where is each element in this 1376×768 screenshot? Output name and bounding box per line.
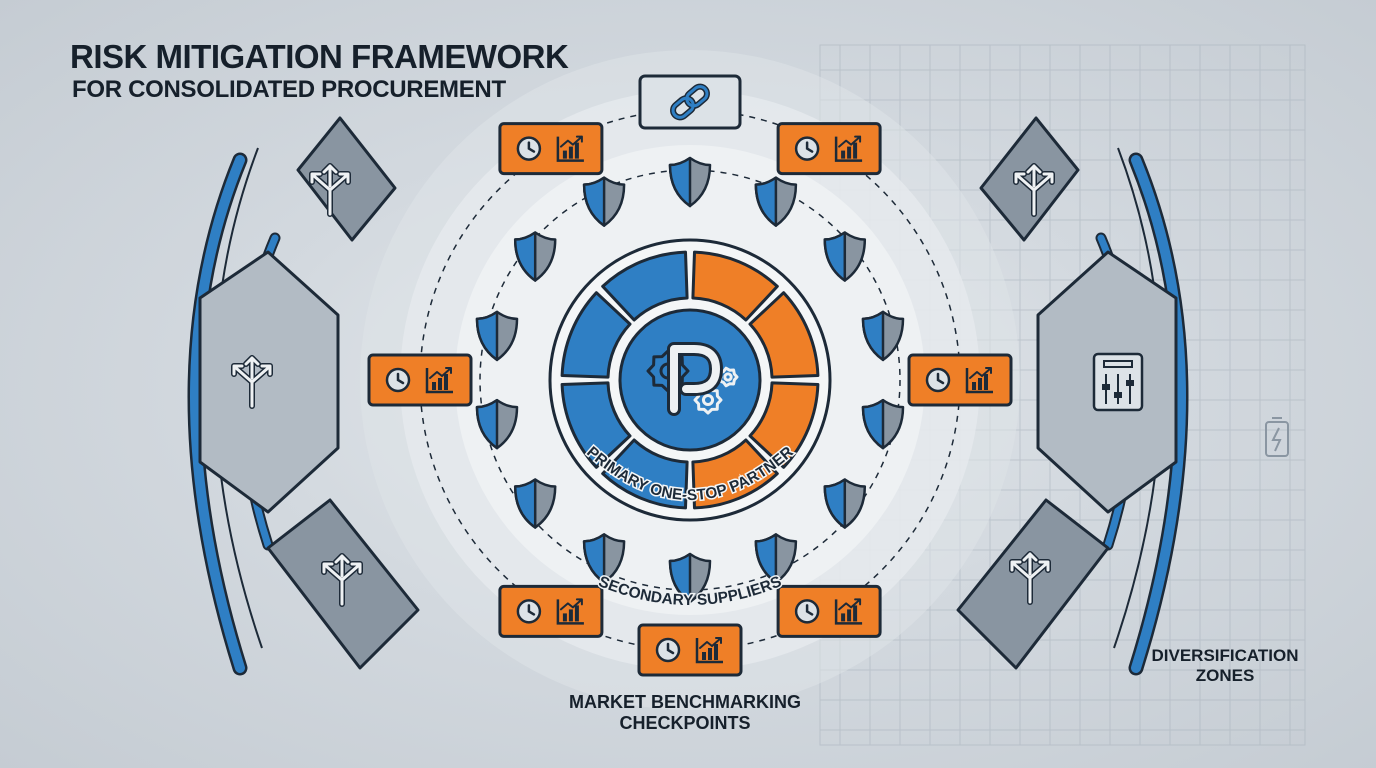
clock-icon	[516, 136, 542, 161]
benchmarking-label-line1: MARKET BENCHMARKING	[569, 692, 801, 712]
split-arrow-icon	[309, 163, 351, 217]
bar-chart-trend-icon	[425, 367, 453, 394]
shield-icon	[475, 310, 519, 362]
bar-chart-trend-icon	[834, 598, 863, 625]
shield-icon	[475, 398, 519, 450]
page-subtitle: FOR CONSOLIDATED PROCUREMENT	[72, 76, 506, 103]
checkpoint-badge	[637, 623, 743, 677]
diversification-label-line2: ZONES	[1195, 665, 1255, 685]
diversification-label: DIVERSIFICATION ZONES	[1140, 646, 1310, 685]
clock-icon	[385, 367, 411, 393]
shield-icon	[754, 176, 798, 227]
top-link-badge	[638, 74, 742, 130]
split-arrow-icon	[231, 355, 273, 409]
clock-icon	[516, 599, 542, 624]
wheel-segment	[560, 381, 632, 469]
bar-chart-trend-icon	[965, 367, 993, 394]
shield-icon	[668, 156, 712, 208]
shield-icon	[513, 231, 557, 282]
shield-icon	[582, 176, 626, 227]
wheel-segment	[691, 250, 779, 322]
shield-icon	[861, 310, 905, 362]
shield-icon	[861, 398, 905, 450]
shield-icon	[823, 231, 867, 282]
checkpoint-badge	[367, 353, 473, 407]
checkpoint-badge	[776, 584, 882, 638]
clock-icon	[794, 599, 820, 624]
p-gear-logo-icon	[646, 342, 739, 416]
primary-partner-wheel	[548, 238, 832, 522]
benchmarking-label: MARKET BENCHMARKING CHECKPOINTS	[560, 692, 810, 733]
clock-icon	[794, 136, 820, 161]
shield-icon	[823, 478, 867, 529]
shield-icon	[513, 478, 557, 529]
sliders-icon	[1092, 352, 1144, 412]
benchmarking-label-line2: CHECKPOINTS	[619, 712, 751, 733]
split-arrow-icon	[1009, 551, 1051, 605]
secondary-supplier-shields	[475, 156, 905, 604]
clock-icon	[925, 367, 951, 393]
wheel-segment	[748, 291, 820, 379]
wheel-segment	[601, 438, 689, 510]
market-benchmarking-checkpoints	[367, 122, 1013, 677]
wheel-segment	[601, 250, 689, 322]
wheel-segment	[691, 438, 779, 510]
checkpoint-badge	[498, 122, 604, 176]
page-title: RISK MITIGATION FRAMEWORK	[70, 38, 569, 75]
clock-icon	[655, 637, 681, 663]
checkpoint-badge	[498, 584, 604, 638]
bar-chart-trend-icon	[834, 135, 863, 162]
split-arrow-icon	[321, 553, 363, 607]
battery-icon	[1265, 417, 1289, 457]
diversification-label-line1: DIVERSIFICATION	[1151, 646, 1299, 665]
bar-chart-trend-icon	[556, 135, 584, 162]
bar-chart-trend-icon	[695, 637, 723, 664]
split-arrow-icon	[1013, 163, 1055, 217]
shield-icon	[668, 552, 712, 604]
wheel-segment	[748, 381, 820, 469]
shield-icon	[582, 533, 626, 584]
shield-icon	[754, 533, 798, 584]
zone-icons	[231, 163, 1144, 607]
wheel-segment	[560, 291, 632, 379]
checkpoint-badge	[907, 353, 1013, 407]
checkpoint-badge	[776, 122, 882, 176]
chain-link-icon	[670, 83, 710, 121]
bar-chart-trend-icon	[556, 598, 584, 625]
